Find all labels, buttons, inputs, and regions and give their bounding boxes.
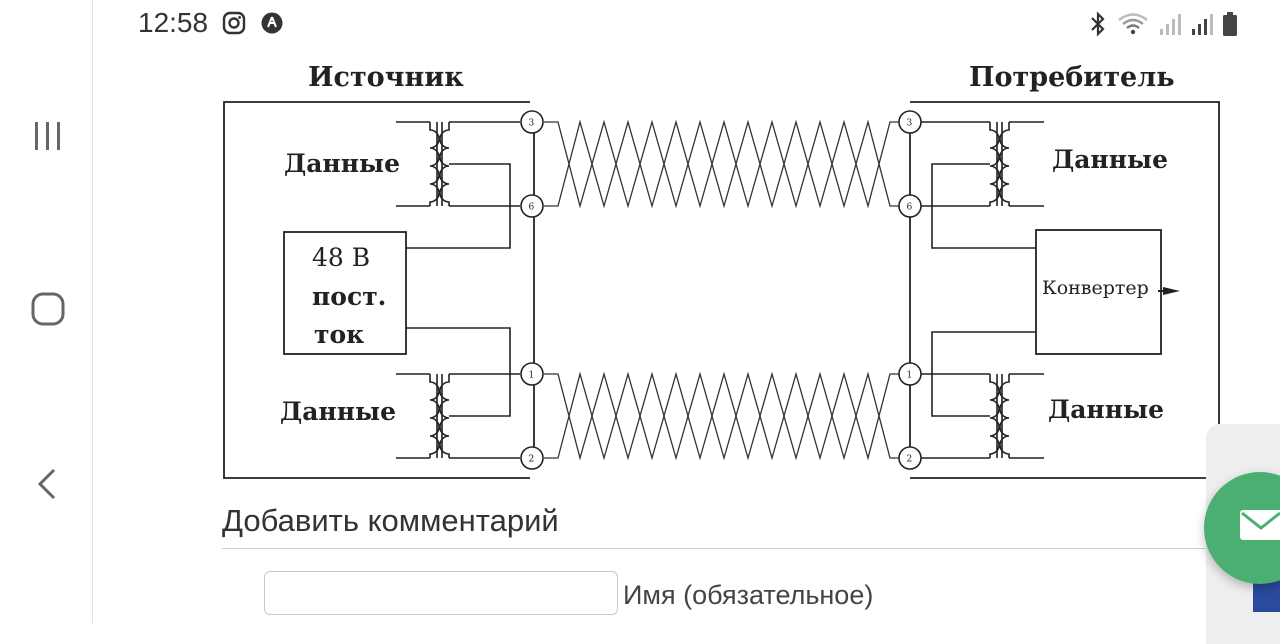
back-icon (37, 468, 56, 500)
svg-text:3: 3 (907, 119, 913, 129)
wifi-icon (1118, 13, 1148, 35)
pin-right-6: 6 (898, 194, 922, 218)
transformer-consumer-bottom (920, 331, 1044, 459)
app-notification-icon (261, 12, 283, 34)
supply-line-1: 48 В (312, 243, 370, 272)
svg-text:6: 6 (529, 203, 535, 213)
home-button[interactable] (18, 278, 78, 338)
svg-text:2: 2 (907, 455, 913, 465)
output-arrow-icon (1163, 287, 1180, 295)
transformer-source-top (396, 121, 520, 249)
pin-left-1: 1 (520, 362, 544, 386)
pin-left-6: 6 (520, 194, 544, 218)
svg-text:1: 1 (529, 371, 535, 381)
consumer-title: Потребитель (969, 62, 1175, 93)
svg-text:2: 2 (529, 455, 535, 465)
svg-text:1: 1 (907, 371, 913, 381)
recent-apps-button[interactable] (18, 106, 78, 166)
battery-icon (1223, 12, 1237, 36)
pin-right-3: 3 (898, 110, 922, 134)
source-data-label-bottom: Данные (280, 397, 396, 426)
converter-box: Конвертер (1035, 229, 1180, 355)
comment-section-title: Добавить комментарий (222, 503, 559, 538)
twisted-pair-bottom (544, 371, 900, 461)
consumer-data-label-bottom: Данные (1048, 395, 1164, 424)
source-title: Источник (308, 62, 464, 93)
pin-right-2: 2 (898, 446, 922, 470)
power-supply-box: 48 В пост. ток (283, 231, 407, 355)
supply-line-2: пост. (312, 282, 386, 311)
back-button[interactable] (18, 454, 78, 514)
svg-text:6: 6 (907, 203, 913, 213)
bluetooth-icon (1091, 11, 1105, 37)
consumer-data-label-top: Данные (1052, 145, 1168, 174)
source-data-label-top: Данные (284, 149, 400, 178)
home-icon (31, 292, 65, 326)
mail-icon (1240, 510, 1280, 540)
poe-diagram: Источник Потребитель (218, 58, 1228, 486)
clock: 12:58 (138, 7, 209, 38)
svg-text:3: 3 (529, 119, 535, 129)
transformer-source-bottom (396, 327, 520, 459)
instagram-icon (222, 11, 246, 35)
signal-icon-2 (1192, 14, 1213, 35)
pin-left-3: 3 (520, 110, 544, 134)
transformer-consumer-top (920, 121, 1044, 249)
pin-right-1: 1 (898, 362, 922, 386)
section-divider (222, 548, 1212, 549)
status-bar-right (1088, 8, 1238, 40)
twisted-pair-top (544, 119, 900, 209)
supply-line-3: ток (314, 320, 364, 349)
name-label: Имя (обязательное) (623, 580, 874, 610)
navigation-bar (0, 0, 93, 623)
converter-label: Конвертер (1042, 277, 1149, 299)
consumer-box (910, 101, 1220, 479)
status-bar-left: 12:58 (138, 4, 284, 42)
source-box (223, 101, 530, 479)
recent-apps-icon (35, 122, 60, 150)
signal-icon-1 (1160, 14, 1181, 35)
pin-left-2: 2 (520, 446, 544, 470)
name-input[interactable] (264, 571, 618, 615)
